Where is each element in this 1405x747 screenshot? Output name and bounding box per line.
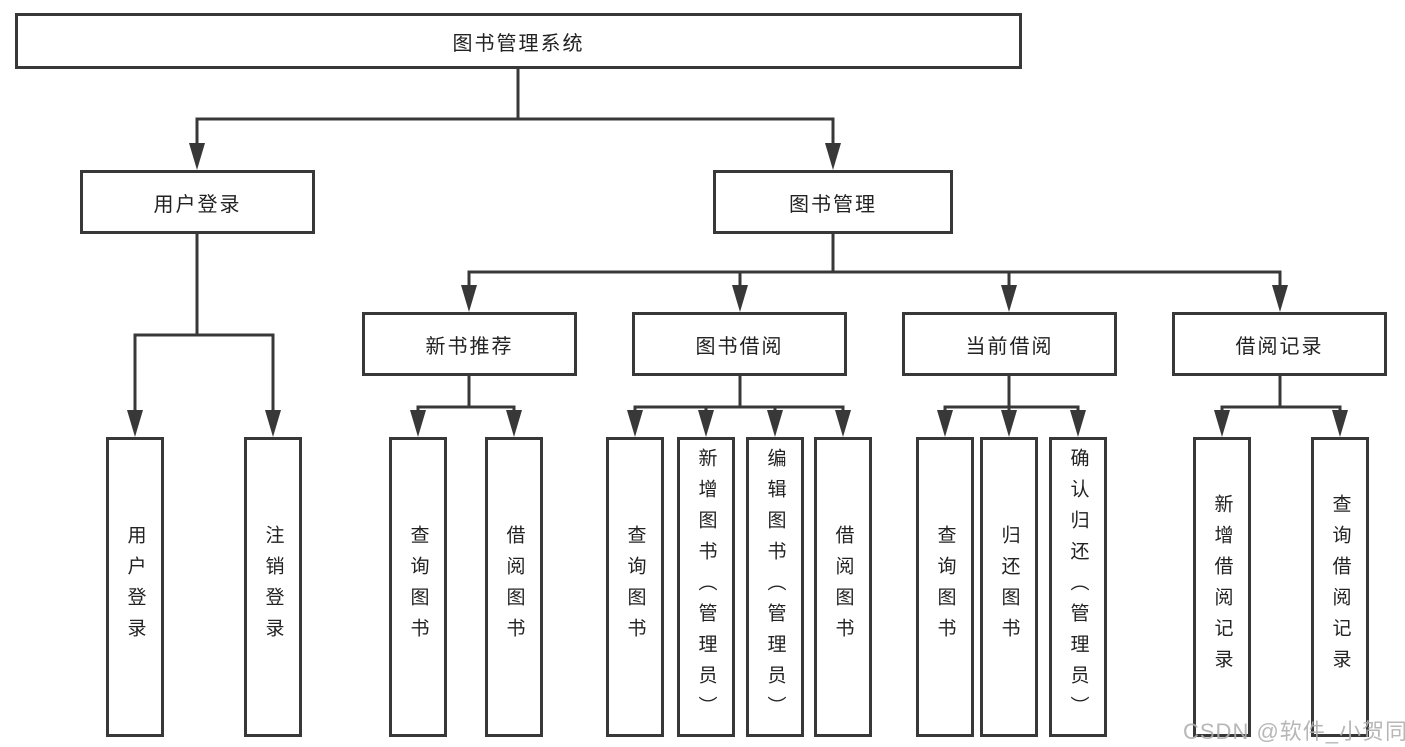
node-leaf-return-books: 归还图书 [980,437,1038,737]
node-label: 查询图书 [624,525,646,649]
node-leaf-query-books-3: 查询图书 [916,437,974,737]
node-leaf-logout: 注销登录 [244,437,302,737]
node-label: 查询借阅记录 [1329,494,1351,680]
connector-book-borrow-children [627,376,851,437]
node-label: 借阅图书 [832,525,854,649]
node-leaf-add-borrow-record: 新增借阅记录 [1193,437,1251,737]
node-leaf-query-books-1: 查询图书 [389,437,447,737]
node-label: 新增图书（管理员） [695,447,717,727]
node-label: 编辑图书（管理员） [764,447,786,727]
node-label: 图书管理系统 [452,32,585,55]
node-label: 用户登录 [153,193,242,216]
connector-current-borrow-children [937,376,1086,437]
node-current-borrowing: 当前借阅 [902,312,1117,376]
node-leaf-borrow-books-1: 借阅图书 [485,437,543,737]
connector-user-login-children [127,234,281,437]
node-label: 用户登录 [124,525,146,649]
node-leaf-edit-books-admin: 编辑图书（管理员） [746,437,804,737]
node-leaf-confirm-return-admin: 确认归还（管理员） [1049,437,1107,737]
node-book-management: 图书管理 [713,170,953,234]
csdn-watermark: CSDN @软件_小贺同学 [1183,719,1405,744]
node-label: 查询图书 [934,525,956,649]
connector-new-book-rec-children [410,376,522,437]
node-leaf-borrow-books-2: 借阅图书 [814,437,872,737]
node-library-system: 图书管理系统 [15,13,1022,69]
node-label: 新增借阅记录 [1211,494,1233,680]
node-label: 注销登录 [262,525,284,649]
node-label: 归还图书 [998,525,1020,649]
node-leaf-query-borrow-record: 查询借阅记录 [1311,437,1369,737]
node-label: 新书推荐 [425,335,514,358]
node-leaf-add-books-admin: 新增图书（管理员） [677,437,735,737]
node-label: 借阅记录 [1235,335,1324,358]
connector-book-mgmt-children [461,234,1288,312]
node-label: 借阅图书 [503,525,525,649]
node-label: 当前借阅 [965,335,1054,358]
node-borrowing-records: 借阅记录 [1172,312,1387,376]
node-book-borrowing: 图书借阅 [632,312,847,376]
node-label: 图书借阅 [695,335,784,358]
node-new-book-recommend: 新书推荐 [362,312,577,376]
connector-root-to-level2 [189,69,841,170]
node-user-login: 用户登录 [80,170,315,234]
node-leaf-user-login: 用户登录 [106,437,164,737]
node-label: 确认归还（管理员） [1067,447,1089,727]
node-leaf-query-books-2: 查询图书 [606,437,664,737]
connector-borrow-records-children [1214,376,1348,437]
node-label: 查询图书 [407,525,429,649]
node-label: 图书管理 [789,193,877,216]
